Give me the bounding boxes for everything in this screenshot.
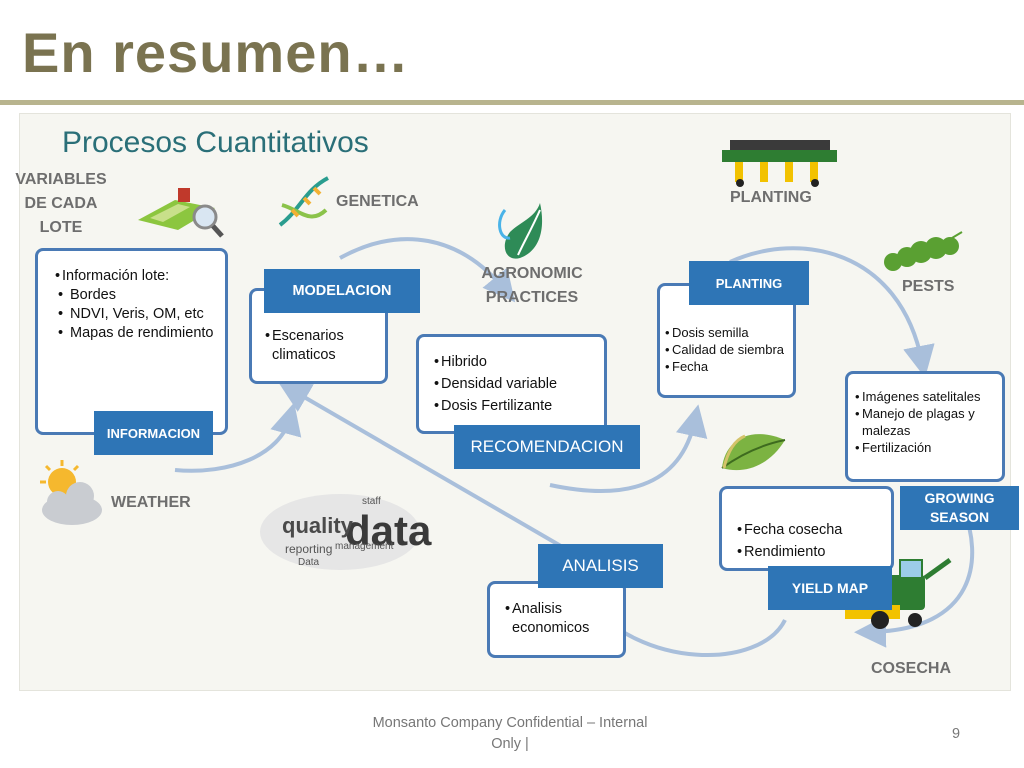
word-cloud-main-word: data [345,507,432,554]
word-cloud-word: Data [298,557,320,568]
diagram-subtitle: Procesos Cuantitativos [62,126,369,159]
slide-title: En resumen… [22,21,410,84]
dna-icon [278,176,329,227]
leaf-drop-icon [498,203,543,259]
recomendacion-tag: RECOMENDACION [454,425,640,469]
weather-icon [40,460,102,525]
arrow-informacion-modelacion [174,402,302,473]
arrow-modelacion-recomendacion [339,237,516,303]
modelacion-tag: MODELACION [264,269,420,313]
word-cloud-word: staff [362,496,381,507]
growing-leaf-icon [721,434,786,471]
yield-map-tag: YIELD MAP [768,566,892,610]
label-planting: PLANTING [730,189,812,206]
label-variables: VARIABLES DE CADA LOTE [15,171,107,236]
page-number: 9 [952,726,961,742]
label-pests: PESTS [902,278,955,295]
arrow-planting-growing [729,246,935,378]
word-cloud-word: quality [282,513,354,538]
analisis-tag: ANALISIS [538,544,663,588]
yield-map-box: Fecha cosecha Rendimiento [719,486,894,571]
caterpillar-icon [884,231,963,271]
label-genetica: GENETICA [336,193,419,210]
label-agronomic-practices: AGRONOMIC PRACTICES [481,265,583,306]
planting-tag: PLANTING [689,261,809,305]
word-cloud-word: management [335,541,394,552]
growing-season-tag: GROWING SEASON [900,486,1019,530]
title-rule [0,100,1024,105]
word-cloud-word: reporting [285,542,332,556]
informacion-tag: INFORMACION [94,411,213,455]
label-weather: WEATHER [111,494,191,511]
growing-season-box: Imágenes satelitales Manejo de plagas y … [845,371,1005,482]
footer-confidential: Monsanto Company Confidential – Internal… [372,715,648,752]
planter-machine-icon [722,140,837,187]
arrow-recomendacion-planting [549,404,708,494]
field-magnifier-icon [138,188,224,238]
informacion-box: Información lote: Bordes NDVI, Veris, OM… [35,248,228,435]
label-cosecha: COSECHA [871,660,952,677]
arrow-analisis-modelacion [278,381,587,562]
recomendacion-box: Hibrido Densidad variable Dosis Fertiliz… [416,334,607,434]
analisis-box: Analisis economicos [487,581,626,658]
